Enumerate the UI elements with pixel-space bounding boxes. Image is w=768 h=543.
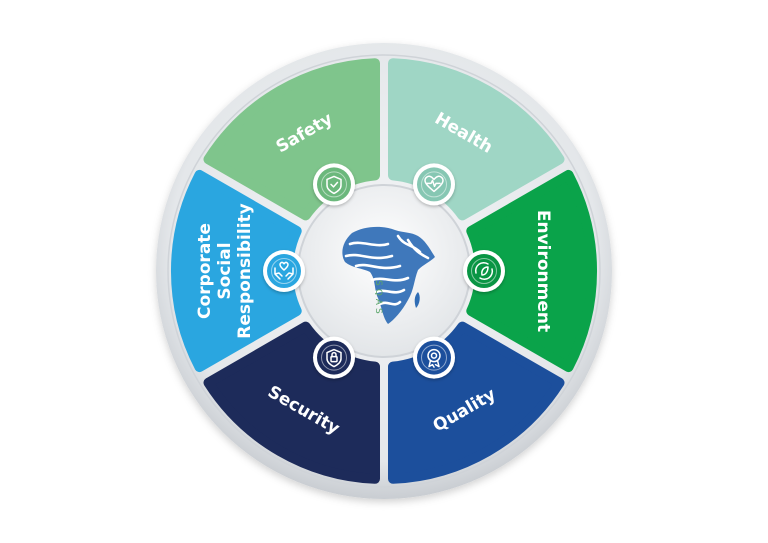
segment-label-environment: Environment bbox=[533, 210, 553, 332]
shield-lock-icon bbox=[313, 336, 355, 379]
segment-label-line: Social bbox=[215, 242, 235, 299]
badges-layer bbox=[263, 163, 505, 379]
segment-label-csr: CorporateSocialResponsibility bbox=[195, 203, 255, 339]
award-ribbon-icon bbox=[413, 336, 455, 379]
shield-check-icon bbox=[313, 163, 355, 206]
segment-label-line: Corporate bbox=[195, 223, 215, 319]
leaf-cycle-icon bbox=[463, 250, 505, 292]
segment-label-line: Responsibility bbox=[235, 203, 255, 339]
center-logo: SQAS bbox=[342, 226, 435, 324]
segment-label-line: Environment bbox=[533, 210, 553, 332]
logo-text: SQAS bbox=[373, 280, 383, 317]
hands-heart-icon bbox=[263, 250, 305, 292]
africa-zebra-map-icon bbox=[342, 226, 435, 324]
inner-rim-border bbox=[167, 54, 601, 488]
heart-pulse-icon bbox=[413, 163, 455, 206]
